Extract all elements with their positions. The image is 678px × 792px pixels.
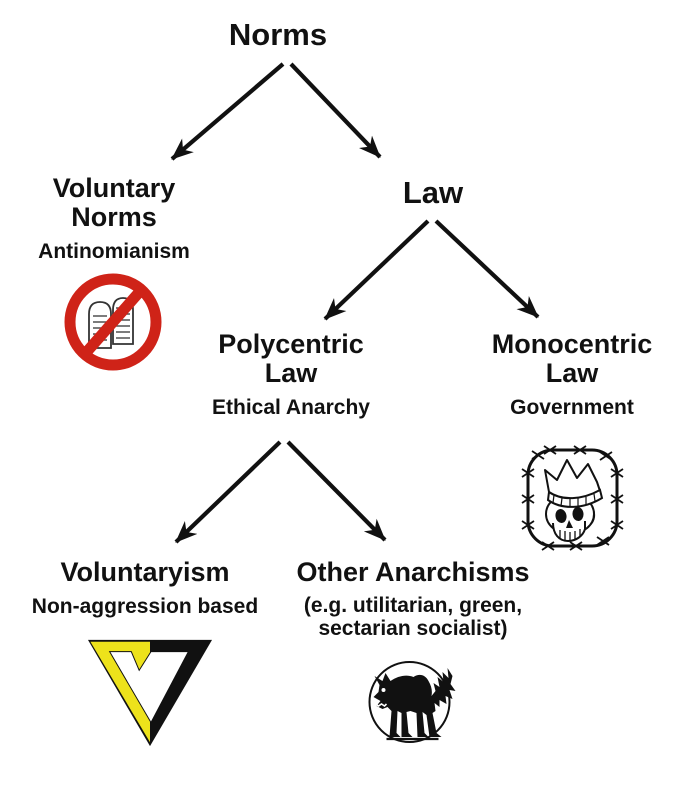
voluntary-norms-title: Voluntary Norms (52, 173, 176, 233)
monocentric-law-subtitle: Government (510, 396, 634, 420)
crowned-skull-barbed-wire-icon (520, 437, 625, 555)
no-commandment-tablets-icon (63, 272, 163, 372)
node-voluntaryism: Voluntaryism Non-aggression based (25, 557, 265, 619)
other-anarchisms-subtitle-line2: sectarian socialist) (318, 617, 508, 641)
node-other-anarchisms: Other Anarchisms (e.g. utilitarian, gree… (273, 557, 553, 640)
anarchist-black-cat-icon (362, 649, 458, 749)
polycentric-law-subtitle: Ethical Anarchy (212, 396, 370, 420)
voluntaryism-title: Voluntaryism (60, 557, 230, 587)
arrow-law-to-polycentric (323, 219, 430, 321)
other-anarchisms-title: Other Anarchisms (296, 557, 530, 587)
arrow-law-to-monocentric (434, 219, 540, 319)
node-law: Law (402, 175, 464, 210)
voluntaryist-v-icon (86, 637, 214, 749)
other-anarchisms-subtitle-line1: (e.g. utilitarian, green, (303, 594, 523, 618)
voluntaryism-subtitle: Non-aggression based (31, 595, 259, 619)
monocentric-law-title: Monocentric Law (491, 329, 653, 389)
arrow-norms-to-voluntary-norms (170, 62, 285, 161)
node-monocentric-law: Monocentric Law Government (477, 329, 667, 420)
node-voluntary-norms: Voluntary Norms Antinomianism (38, 173, 190, 264)
arrow-polycentric-to-other-anarchisms (286, 440, 387, 542)
arrow-polycentric-to-voluntaryism (174, 440, 282, 544)
node-polycentric-law: Polycentric Law Ethical Anarchy (196, 329, 386, 420)
voluntary-norms-subtitle: Antinomianism (38, 240, 190, 264)
polycentric-law-title: Polycentric Law (218, 329, 364, 389)
other-anarchisms-subtitle: (e.g. utilitarian, green, sectarian soci… (273, 594, 553, 640)
arrow-norms-to-law (289, 62, 382, 159)
node-norms: Norms (228, 17, 328, 52)
